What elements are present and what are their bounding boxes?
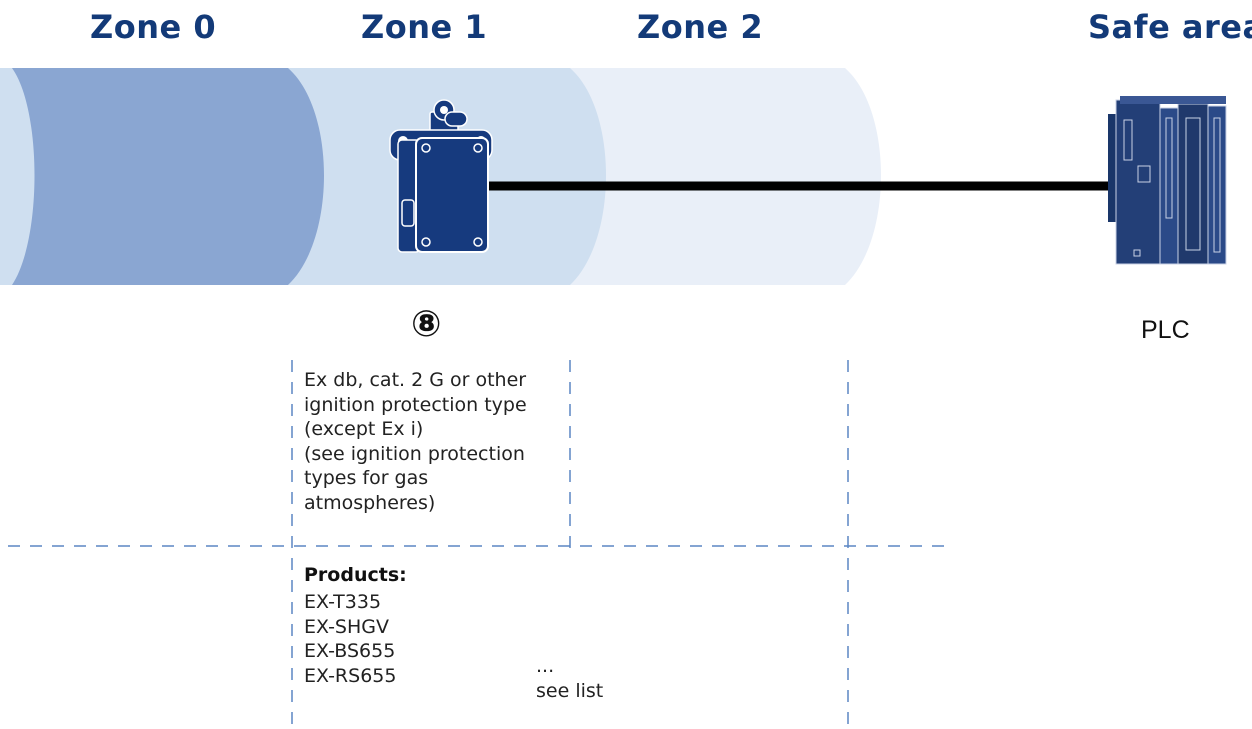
description-line: Ex db, cat. 2 G or other <box>304 369 527 391</box>
device-marker: ⑧ <box>411 304 442 345</box>
see-list-note: see list <box>536 680 604 702</box>
product-item: EX-T335 <box>304 591 382 613</box>
plc-icon <box>1108 96 1227 265</box>
product-item: EX-RS655 <box>304 664 397 687</box>
description-line: (except Ex i) <box>304 418 424 440</box>
product-item: EX-BS655 <box>304 640 396 662</box>
position-switch-icon <box>389 99 493 253</box>
zone1-title: Zone 1 <box>361 8 488 46</box>
products-heading: Products: <box>304 564 407 586</box>
safe-area-title: Safe area <box>1088 8 1252 46</box>
product-item: EX-SHGV <box>304 615 389 638</box>
zone0-title: Zone 0 <box>90 8 217 46</box>
description-line: atmospheres) <box>304 491 436 514</box>
protection-description: Ex db, cat. 2 G or other ignition protec… <box>304 368 527 515</box>
more-products-ellipsis: ... <box>536 655 555 677</box>
zone2-title: Zone 2 <box>637 8 764 46</box>
dashed-grid <box>8 360 945 729</box>
product-list: EX-T335 EX-SHGV EX-BS655 EX-RS655 <box>304 590 396 688</box>
plc-label: PLC <box>1141 316 1190 344</box>
description-line: (see ignition protection <box>304 442 525 465</box>
zone0-band <box>12 68 324 285</box>
description-line: ignition protection type <box>304 393 527 416</box>
description-line: types for gas <box>304 467 429 489</box>
